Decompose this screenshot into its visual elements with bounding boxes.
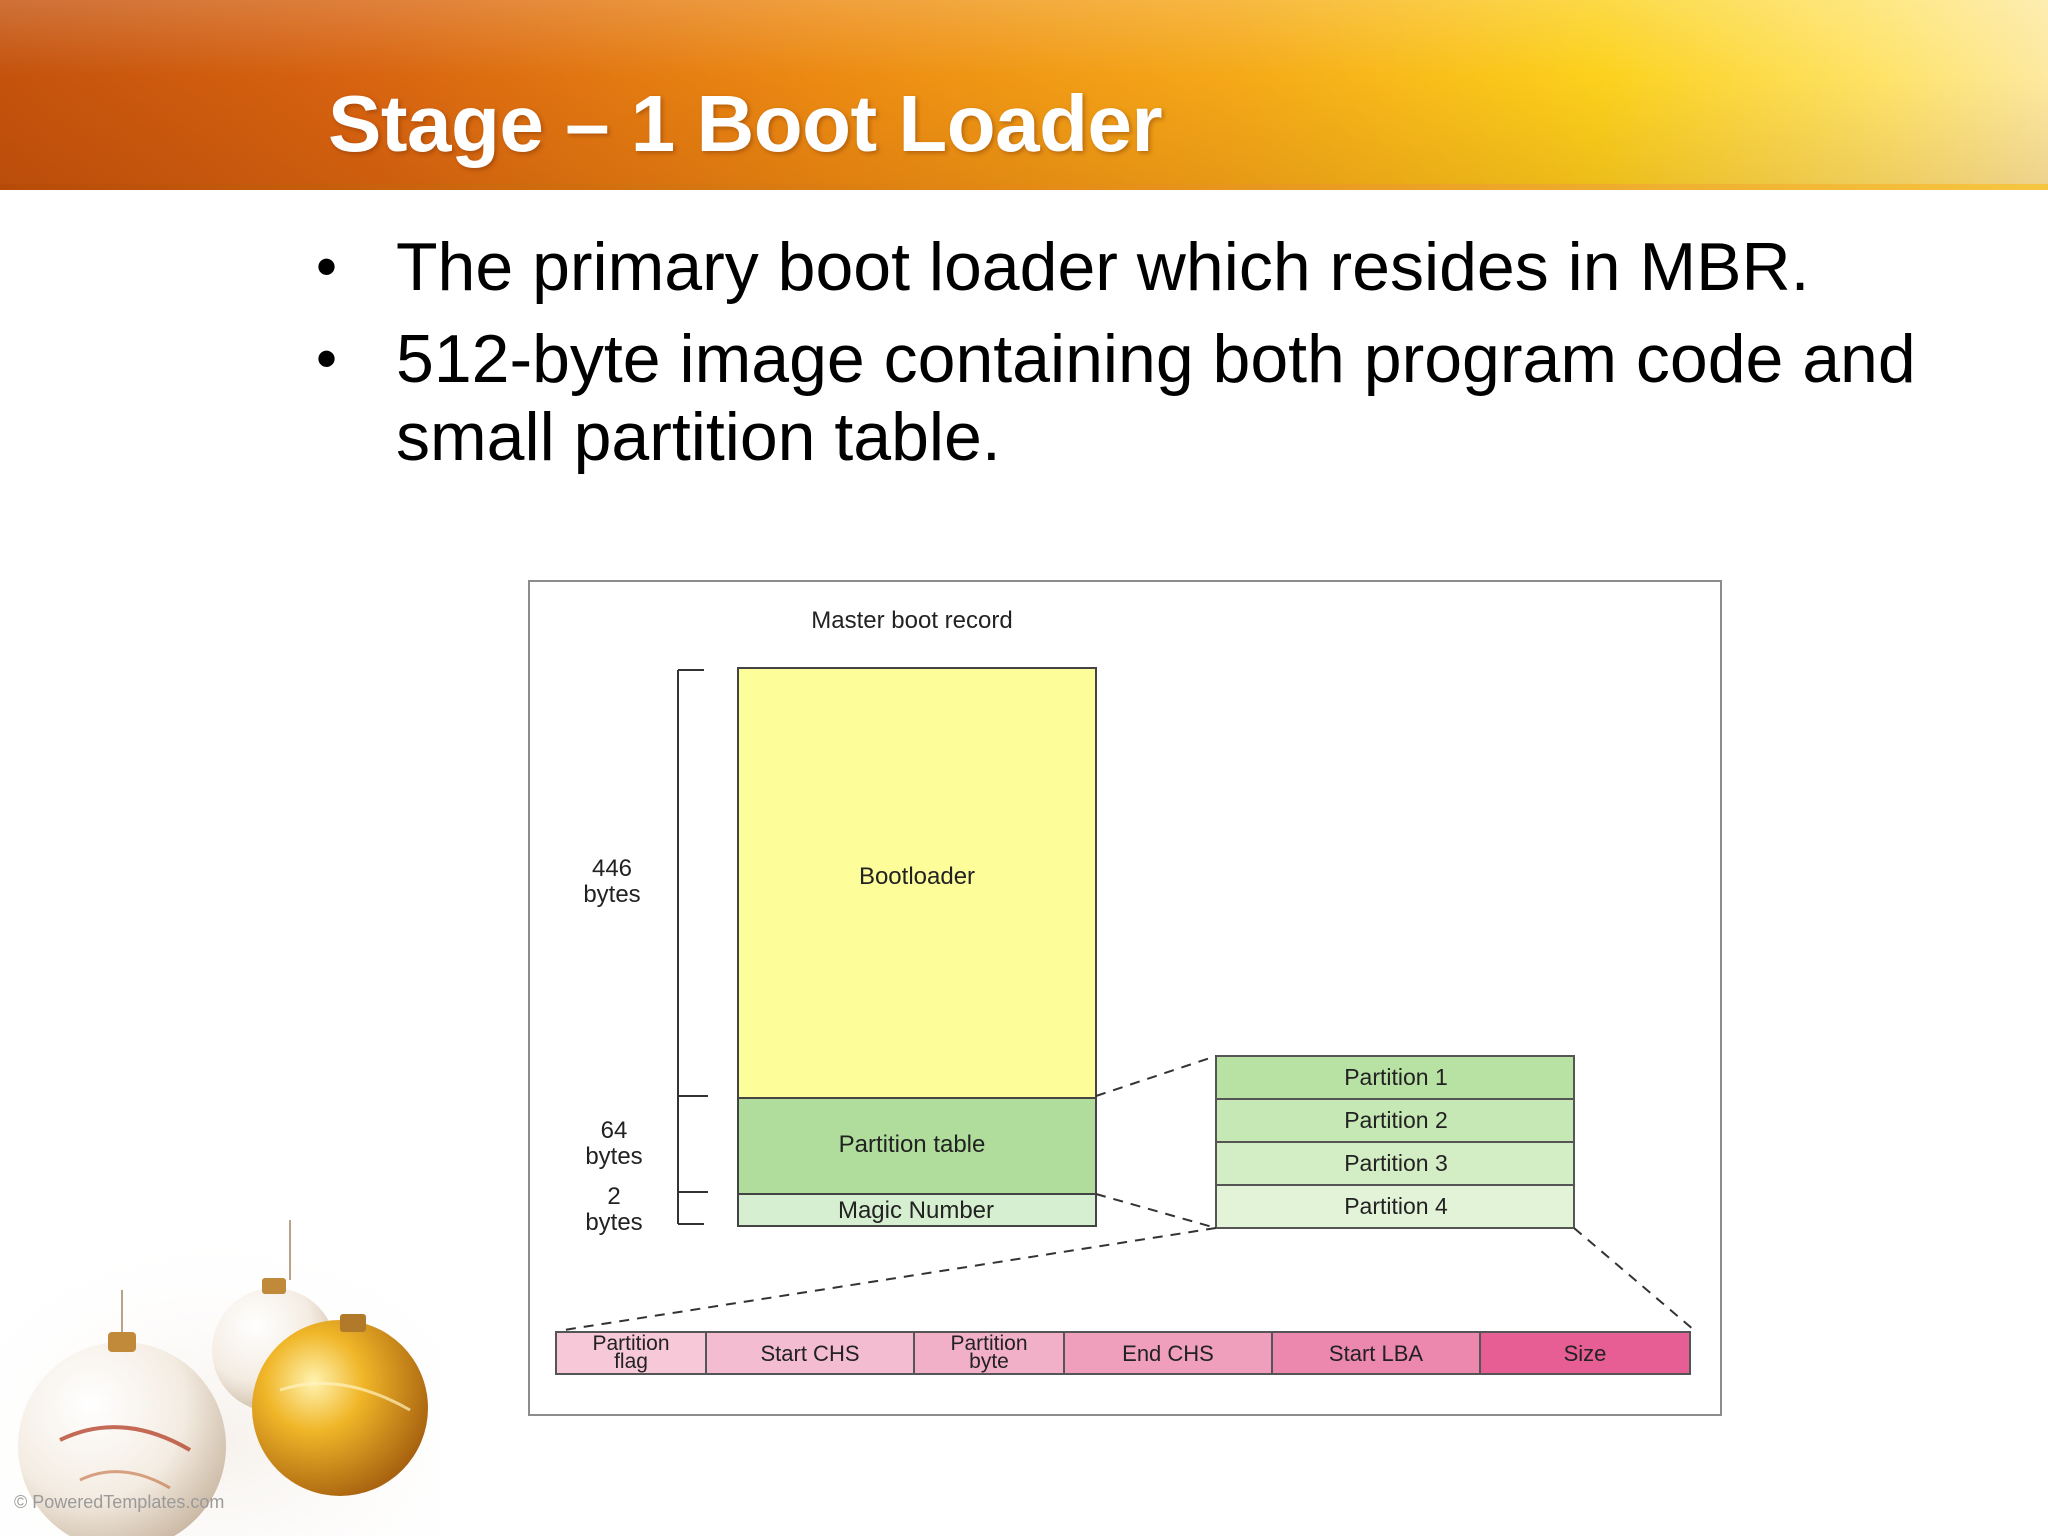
partition-label: Partition 1 [1344, 1064, 1448, 1090]
field-partition-byte-line2: byte [969, 1350, 1009, 1373]
magic-size-number: 2 [607, 1183, 620, 1210]
bullet-text: The primary boot loader which resides in… [396, 229, 1810, 305]
mbr-diagram: Master boot record 446 bytes 64 bytes 2 … [528, 580, 1722, 1416]
bullet-item: • 512-byte image containing both program … [316, 320, 1996, 476]
partition-row [1215, 1055, 1575, 1100]
partition-table-label: Partition table [839, 1131, 986, 1158]
partition-list: Partition 1 Partition 2 Partition 3 Part… [1215, 1055, 1575, 1229]
diagram-caption: Master boot record [811, 607, 1012, 634]
field-start-chs-label: Start CHS [760, 1341, 859, 1366]
partition-size-unit: bytes [585, 1143, 642, 1170]
bullet-dot-icon: • [316, 233, 338, 300]
field-size-label: Size [1564, 1341, 1607, 1366]
christmas-ornaments-icon [0, 1220, 440, 1536]
field-start-chs [705, 1331, 915, 1375]
field-partition-byte [913, 1331, 1065, 1375]
bootloader-size-unit: bytes [583, 881, 640, 908]
field-start-lba [1271, 1331, 1481, 1375]
partition-size-number: 64 [601, 1117, 628, 1144]
partition-entry-fields: Partition flag Start CHS Partition byte … [555, 1331, 1691, 1375]
bootloader-size-number: 446 [592, 855, 632, 882]
partition-label: Partition 2 [1344, 1107, 1448, 1133]
field-start-lba-label: Start LBA [1329, 1341, 1423, 1366]
field-partition-byte-line1: Partition [950, 1332, 1027, 1355]
slide-title: Stage – 1 Boot Loader [328, 79, 1163, 168]
partition-row [1215, 1141, 1575, 1186]
title-banner: Stage – 1 Boot Loader [0, 0, 2048, 190]
partition-label: Partition 4 [1344, 1193, 1448, 1219]
partition-row [1215, 1184, 1575, 1229]
bullet-text: 512-byte image containing both program c… [396, 321, 1916, 475]
watermark-text: © PoweredTemplates.com [14, 1492, 225, 1512]
magic-number-block [737, 1193, 1097, 1227]
field-end-chs-label: End CHS [1122, 1341, 1214, 1366]
dashed-connectors [563, 1055, 1695, 1331]
magic-number-label: Magic Number [838, 1197, 994, 1224]
magic-size-unit: bytes [585, 1209, 642, 1236]
bullet-dot-icon: • [316, 325, 338, 392]
bullet-list: • The primary boot loader which resides i… [316, 228, 1996, 490]
field-end-chs [1063, 1331, 1273, 1375]
field-partition-flag-line2: flag [614, 1350, 648, 1373]
partition-row [1215, 1098, 1575, 1143]
bootloader-block [737, 667, 1097, 1099]
bootloader-label: Bootloader [859, 863, 975, 890]
partition-label: Partition 3 [1344, 1150, 1448, 1176]
field-partition-flag-line1: Partition [592, 1332, 669, 1355]
bullet-item: • The primary boot loader which resides i… [316, 228, 1996, 306]
field-size [1479, 1331, 1691, 1375]
size-bracket [677, 669, 708, 1225]
